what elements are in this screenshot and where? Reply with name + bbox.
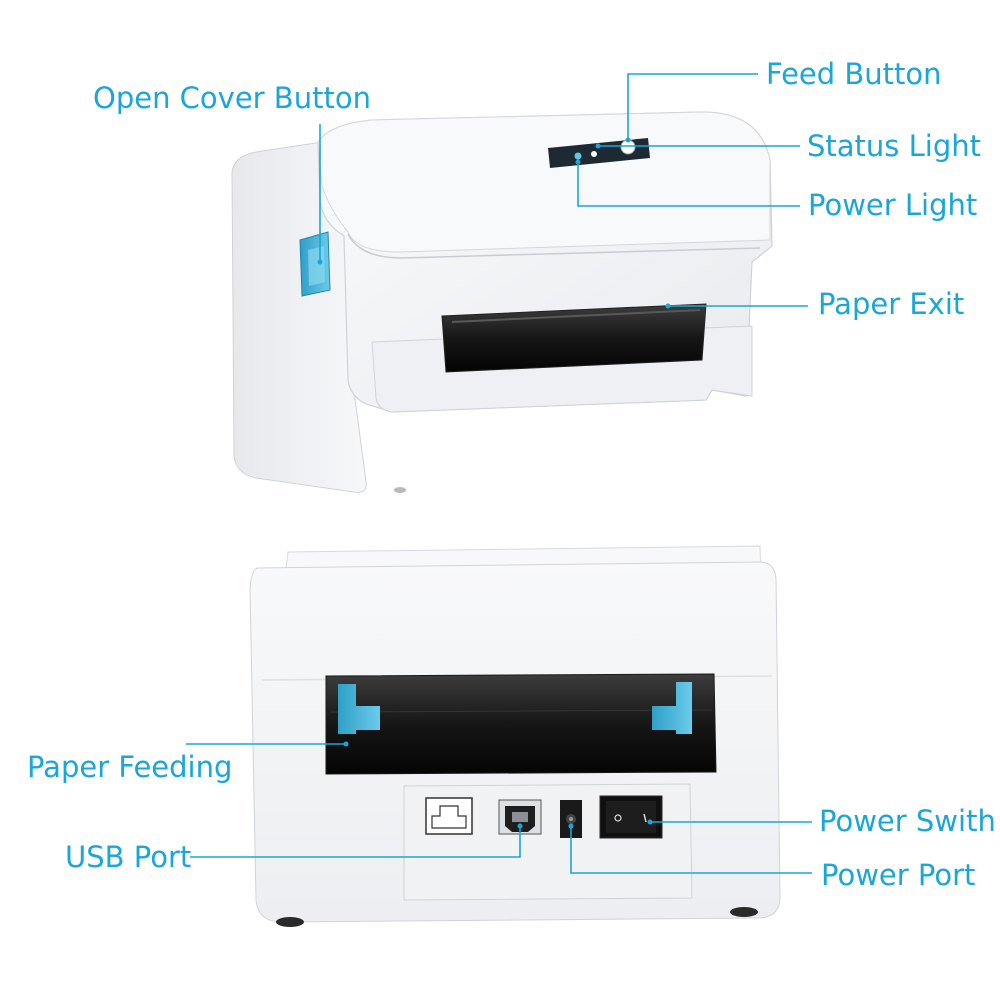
- paper-guide-right: [652, 682, 692, 734]
- dc-power-port-icon: [560, 800, 582, 838]
- front-printer-cover-seam: [347, 233, 761, 259]
- power-port-label: Power Port: [821, 858, 976, 892]
- status-light-label: Status Light: [807, 129, 981, 163]
- leader-dots: [317, 137, 671, 829]
- power-switch-label: Power Swith: [819, 804, 996, 838]
- power-light-label: Power Light: [808, 188, 978, 222]
- power-light-icon: [574, 152, 582, 160]
- leader-usb: [190, 826, 521, 858]
- status-light-icon: [591, 151, 597, 157]
- leader-lines: [186, 73, 812, 874]
- leader-power-port: [570, 826, 812, 874]
- usb-port-label: USB Port: [65, 840, 192, 874]
- ethernet-port-icon: [425, 797, 473, 835]
- front-printer-side-panel: [231, 139, 367, 493]
- open-cover-button-label: Open Cover Button: [93, 81, 371, 115]
- front-printer-lid: [317, 111, 771, 253]
- back-printer-foot-right: [730, 907, 758, 917]
- back-printer-foot-left: [276, 917, 304, 927]
- front-printer-paper-exit-slot: [441, 303, 707, 373]
- front-printer-foot: [394, 487, 406, 493]
- feed-button-label: Feed Button: [766, 57, 942, 91]
- paper-exit-label: Paper Exit: [818, 287, 965, 321]
- leader-power-light: [577, 162, 800, 207]
- paper-guide-left: [338, 684, 380, 734]
- front-printer-slot-edge: [451, 309, 701, 323]
- leader-feed: [627, 73, 758, 140]
- back-printer: [249, 545, 781, 927]
- paper-feeding-slot: [325, 673, 717, 775]
- paper-feeding-label: Paper Feeding: [27, 750, 233, 784]
- front-printer: [231, 111, 773, 493]
- rocker-switch-icon: [599, 795, 663, 839]
